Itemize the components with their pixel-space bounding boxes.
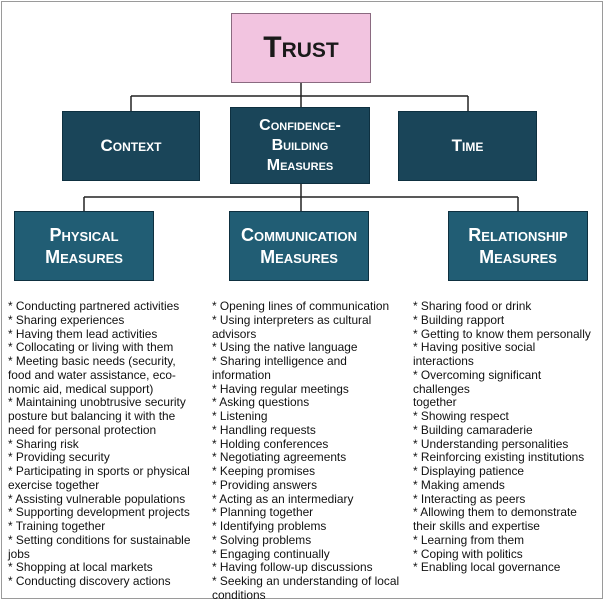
node-cbm-line-2: Building xyxy=(271,136,329,154)
node-relationship-measures: Relationship Measures xyxy=(448,211,588,281)
list-item: * Having regular meetings xyxy=(212,381,349,396)
list-item: * Negotiating agreements xyxy=(212,450,347,465)
list-item: * Asking questions xyxy=(212,395,310,410)
node-relationship-line-1: Relationship xyxy=(468,224,568,245)
node-trust-label: Trust xyxy=(263,31,339,65)
list-item: * Participating in sports or physical xyxy=(8,464,190,478)
list-item: * Supporting development projects xyxy=(8,505,190,520)
list-item: * Setting conditions for sustainable xyxy=(8,532,191,547)
list-item: posture but balancing it with the xyxy=(8,409,176,423)
list-item: * Allowing them to demonstrate xyxy=(413,505,577,520)
list-item: * Reinforcing existing institutions xyxy=(413,450,585,465)
node-cbm-line-1: Confidence- xyxy=(259,116,341,134)
list-item: * Collocating or living with them xyxy=(8,340,174,355)
list-item: * Using interpreters as cultural xyxy=(212,312,372,327)
list-item: * Solving problems xyxy=(212,532,312,547)
physical-measures-list: * Conducting partnered activities* Shari… xyxy=(8,299,208,589)
list-item: * Having them lead activities xyxy=(8,326,158,341)
list-item: * Sharing experiences xyxy=(8,312,125,327)
node-communication-measures: Communication Measures xyxy=(229,211,369,281)
list-item: * Using the native language xyxy=(212,340,358,355)
node-physical-measures: Physical Measures xyxy=(14,211,154,281)
node-communication-line-2: Measures xyxy=(260,247,338,267)
list-item: food and water assistance, eco- xyxy=(8,367,176,382)
list-item: * Sharing intelligence and information xyxy=(212,354,347,382)
list-item: * Keeping promises xyxy=(212,464,316,478)
list-item: * Shopping at local markets xyxy=(8,560,153,575)
list-item: * Opening lines of communication xyxy=(212,299,390,313)
list-item: * Seeking an understanding of local xyxy=(212,574,400,588)
list-item: jobs xyxy=(8,546,30,561)
list-item: nomic aid, medical support) xyxy=(8,381,154,396)
list-item: * Engaging continually xyxy=(212,546,330,561)
list-item: * Providing security xyxy=(8,450,110,465)
list-item: * Meeting basic needs (security, xyxy=(8,354,176,368)
list-item: * Training together xyxy=(8,519,106,533)
list-item: * Building rapport xyxy=(413,312,505,327)
list-item: * Interacting as peers xyxy=(413,491,526,506)
list-item: * Sharing risk xyxy=(8,436,79,451)
list-item: * Holding conferences xyxy=(212,436,329,451)
list-item: * Conducting discovery actions xyxy=(8,574,171,588)
list-item: * Conducting partnered activities xyxy=(8,299,180,313)
list-item: * Displaying patience xyxy=(413,464,525,478)
list-item: * Showing respect xyxy=(413,409,509,423)
list-item: together xyxy=(413,395,457,410)
list-item: * Providing answers xyxy=(212,477,318,492)
list-item: * Having positive social interactions xyxy=(413,340,536,368)
list-item: * Assisting vulnerable populations xyxy=(8,491,186,506)
list-item: * Getting to know them personally xyxy=(413,326,591,341)
list-item: * Listening xyxy=(212,409,268,423)
list-item: * Enabling local governance xyxy=(413,560,561,575)
node-relationship-line-2: Measures xyxy=(479,247,557,267)
list-item: * Planning together xyxy=(212,505,314,520)
list-item: * Sharing food or drink xyxy=(413,299,532,313)
list-item: * Building camaraderie xyxy=(413,422,533,437)
list-item: conditions xyxy=(212,587,266,602)
list-item: * Identifying problems xyxy=(212,519,327,533)
list-item: * Having follow-up discussions xyxy=(212,560,373,575)
node-time: Time xyxy=(398,111,537,181)
list-item: need for personal protection xyxy=(8,422,157,437)
list-item: exercise together xyxy=(8,477,100,492)
list-item: * Maintaining unobtrusive security xyxy=(8,395,186,410)
list-item: * Understanding personalities xyxy=(413,436,569,451)
node-physical-line-2: Measures xyxy=(45,247,123,267)
node-cbm-line-3: Measures xyxy=(266,156,334,174)
list-item: * Acting as an intermediary xyxy=(212,491,354,506)
node-time-label: Time xyxy=(451,136,484,156)
node-trust: Trust xyxy=(231,13,371,83)
node-communication-line-1: Communication xyxy=(240,224,358,245)
list-item: * Making amends xyxy=(413,477,505,492)
list-item: * Learning from them xyxy=(413,532,525,547)
list-item: their skills and expertise xyxy=(413,519,540,533)
list-item: * Overcoming significant challenges xyxy=(413,367,542,396)
node-context-label: Context xyxy=(100,136,162,156)
communication-measures-list: * Opening lines of communication* Using … xyxy=(212,299,407,603)
node-physical-line-1: Physical xyxy=(49,224,119,245)
relationship-measures-list: * Sharing food or drink* Building rappor… xyxy=(413,299,598,575)
list-item: * Coping with politics xyxy=(413,546,523,561)
list-item: * Handling requests xyxy=(212,422,316,437)
list-item: advisors xyxy=(212,326,257,341)
node-context: Context xyxy=(62,111,200,181)
node-confidence-building-measures: Confidence- Building Measures xyxy=(230,107,370,184)
